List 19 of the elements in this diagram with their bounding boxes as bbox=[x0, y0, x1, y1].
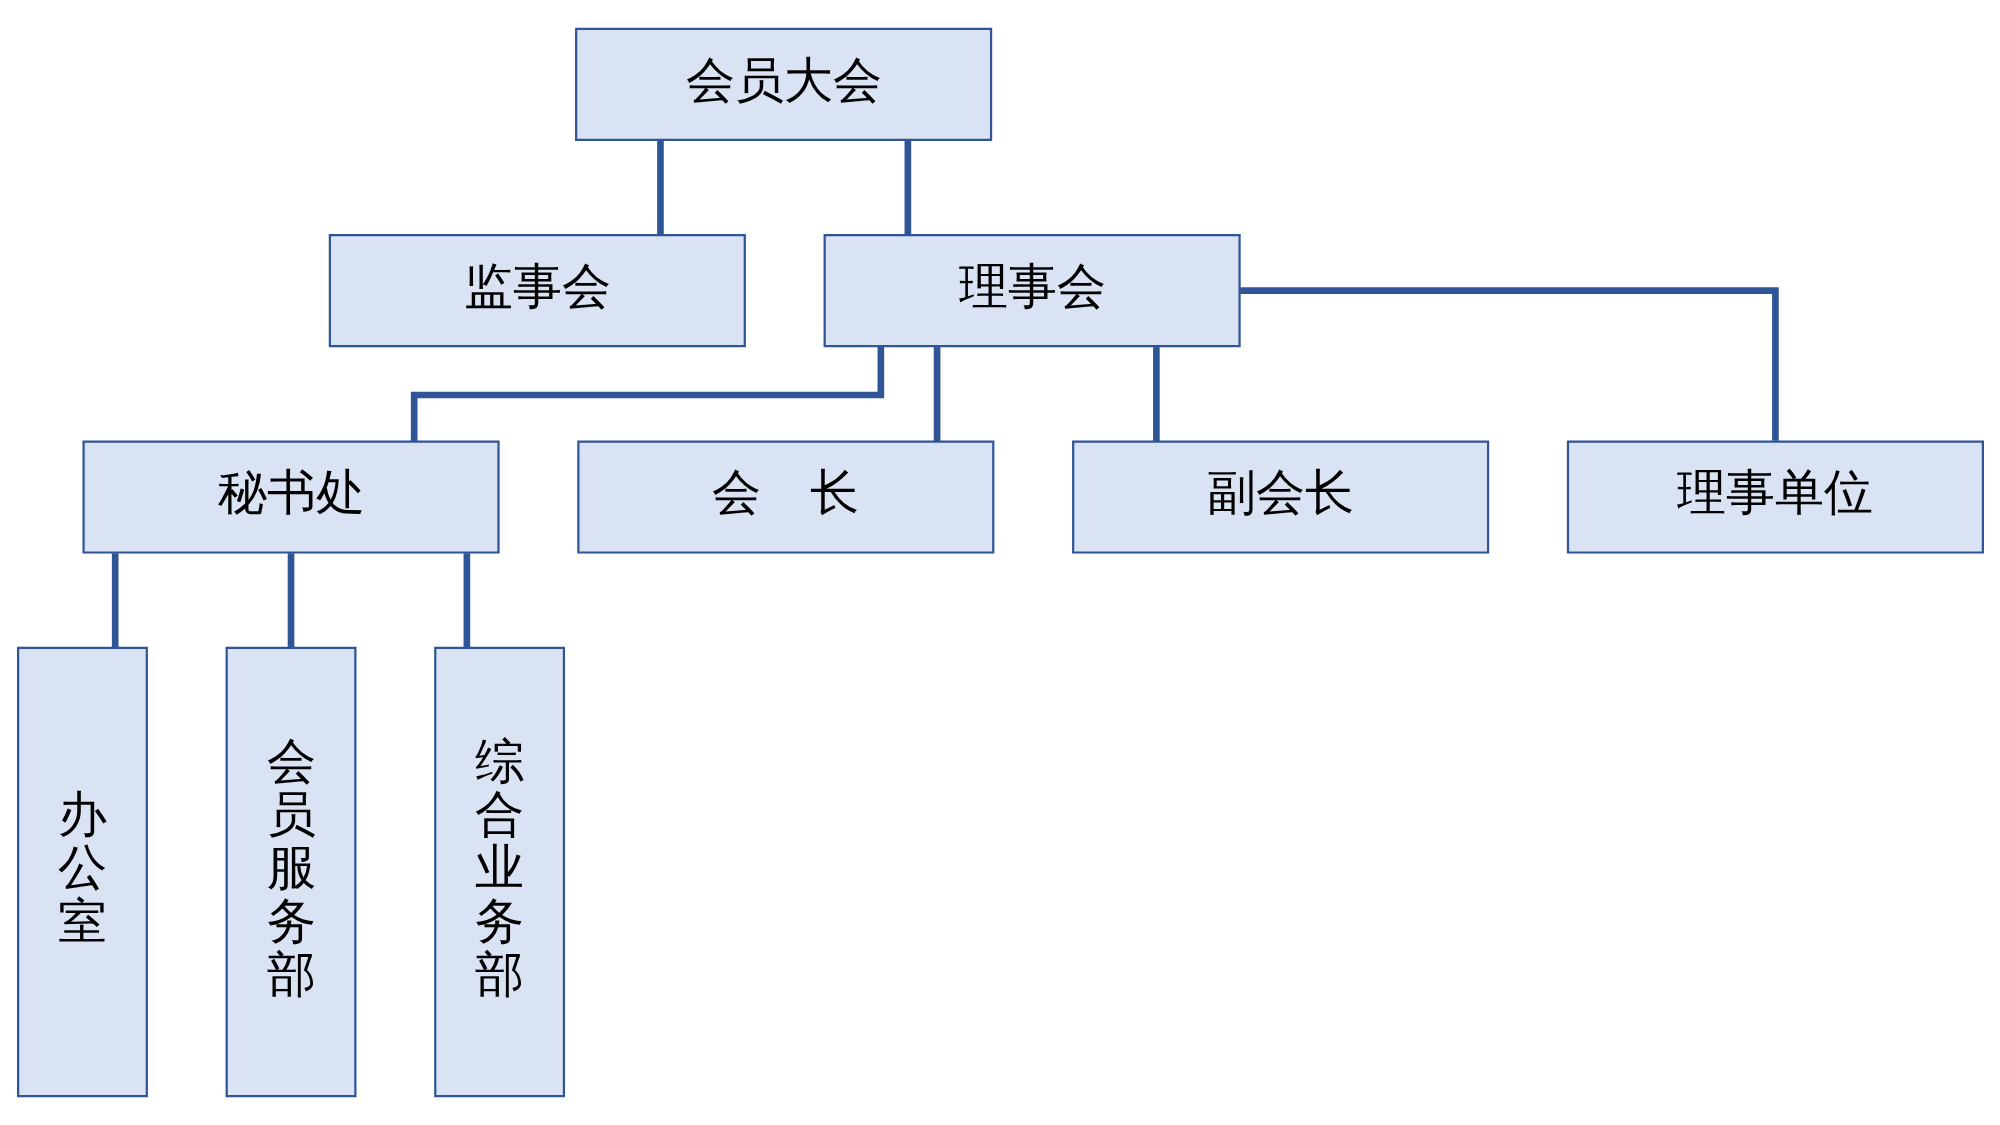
connector bbox=[111, 553, 118, 648]
connector bbox=[933, 347, 940, 442]
node-box: 理事会 bbox=[823, 234, 1241, 348]
connector bbox=[904, 140, 911, 236]
connector bbox=[1239, 287, 1779, 441]
node-box: 办公室 bbox=[16, 646, 148, 1098]
node-box: 会员服务部 bbox=[225, 646, 356, 1098]
node-box: 监事会 bbox=[328, 234, 746, 348]
connector bbox=[410, 346, 884, 442]
node-box: 会员大会 bbox=[574, 27, 992, 141]
connector bbox=[287, 553, 294, 648]
node-box: 副会长 bbox=[1071, 440, 1489, 554]
node-box: 理事单位 bbox=[1566, 440, 1984, 554]
node-box: 会 长 bbox=[576, 440, 994, 554]
connector bbox=[1152, 347, 1160, 442]
connector bbox=[656, 140, 664, 236]
node-box: 秘书处 bbox=[81, 440, 500, 554]
node-box: 综合业务部 bbox=[433, 646, 565, 1098]
connector bbox=[463, 553, 470, 648]
